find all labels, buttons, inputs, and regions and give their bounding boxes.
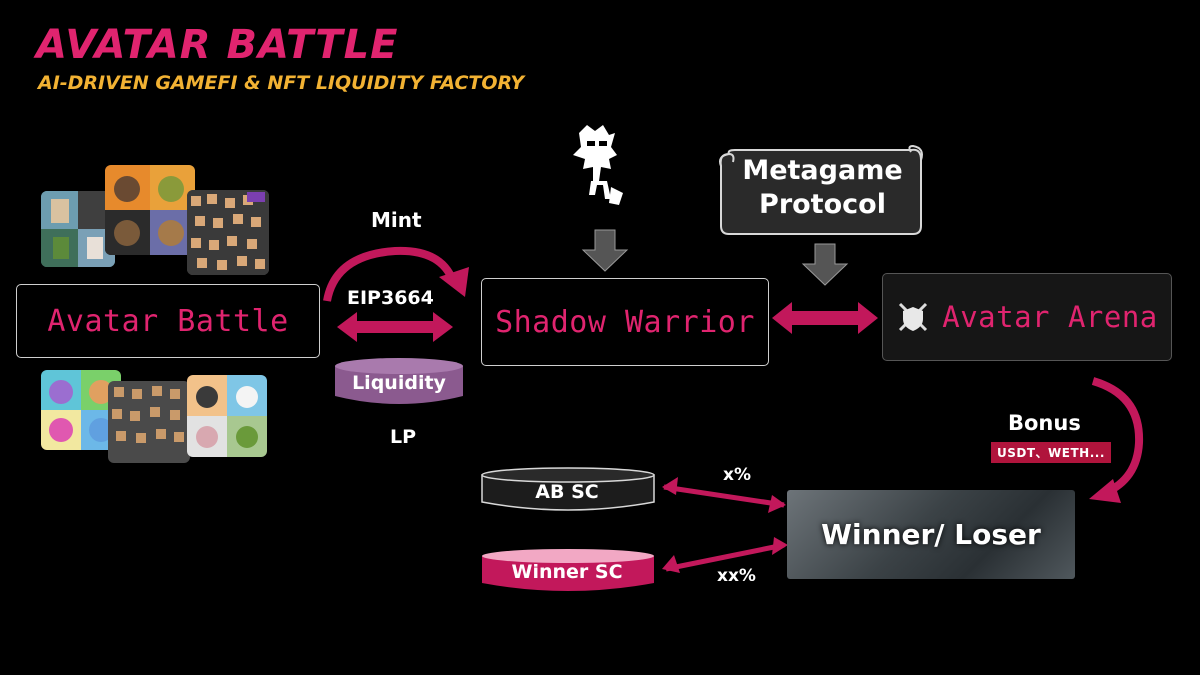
liquidity-label: Liquidity	[352, 372, 446, 394]
winner-sc-cylinder	[482, 549, 654, 591]
bonus-label: Bonus	[1008, 411, 1081, 435]
crowd-avatar-icon	[187, 190, 269, 275]
avatar-arena-label: Avatar Arena	[942, 300, 1158, 334]
avatar-arena-node: Avatar Arena	[882, 273, 1172, 361]
shadow-warrior-character-icon	[573, 125, 623, 205]
metagame-protocol-label: Metagame Protocol	[742, 155, 903, 220]
mixed-avatar-icon	[187, 375, 267, 457]
down-arrow-icon-2	[801, 243, 849, 286]
ab-sc-cylinder	[481, 467, 655, 511]
avatar-battle-node: Avatar Battle	[16, 284, 320, 358]
mint-curved-arrow-icon	[323, 246, 469, 302]
page-subtitle: AI-DRIVEN GAMEFI & NFT LIQUIDITY FACTORY	[38, 72, 525, 94]
ab-sc-label: AB SC	[535, 481, 599, 503]
nft-avatar-crowd2-tile	[108, 381, 190, 463]
xx-percent-arrow-icon	[662, 537, 788, 573]
liquidity-cylinder	[335, 358, 463, 404]
ape-avatar-icon	[105, 165, 195, 255]
shield-swords-icon	[899, 302, 928, 332]
punk-avatar-icon	[41, 191, 115, 267]
winner-loser-node: Winner/ Loser	[787, 490, 1075, 579]
mint-label: Mint	[371, 208, 422, 232]
nft-avatar-ape-tile	[105, 165, 195, 255]
nft-avatar-punk-tile	[41, 191, 115, 267]
shadow-warrior-node: Shadow Warrior	[481, 278, 769, 366]
lp-label: LP	[390, 426, 417, 448]
page-title: AVATAR BATTLE	[36, 22, 399, 68]
winner-sc-label: Winner SC	[511, 561, 623, 583]
bonus-curved-arrow-icon	[1089, 377, 1144, 503]
crowd-avatar-icon-2	[108, 381, 190, 463]
shadow-warrior-label: Shadow Warrior	[495, 304, 755, 340]
double-arrow-icon	[337, 312, 453, 342]
double-arrow-icon-2	[772, 302, 878, 334]
avatar-battle-label: Avatar Battle	[47, 303, 289, 339]
xx-percent-label: xx%	[717, 566, 756, 586]
winner-loser-label: Winner/ Loser	[821, 518, 1041, 551]
metagame-scroll-icon	[719, 144, 923, 235]
x-percent-label: x%	[723, 465, 751, 485]
eip3664-label: EIP3664	[347, 287, 434, 309]
x-percent-arrow-icon	[662, 477, 786, 513]
bonus-tokens-badge: USDT、WETH...	[991, 442, 1111, 463]
down-arrow-icon	[581, 229, 629, 272]
nft-avatar-mixed-tile	[187, 375, 267, 457]
nft-avatar-crowd-tile	[187, 190, 269, 275]
